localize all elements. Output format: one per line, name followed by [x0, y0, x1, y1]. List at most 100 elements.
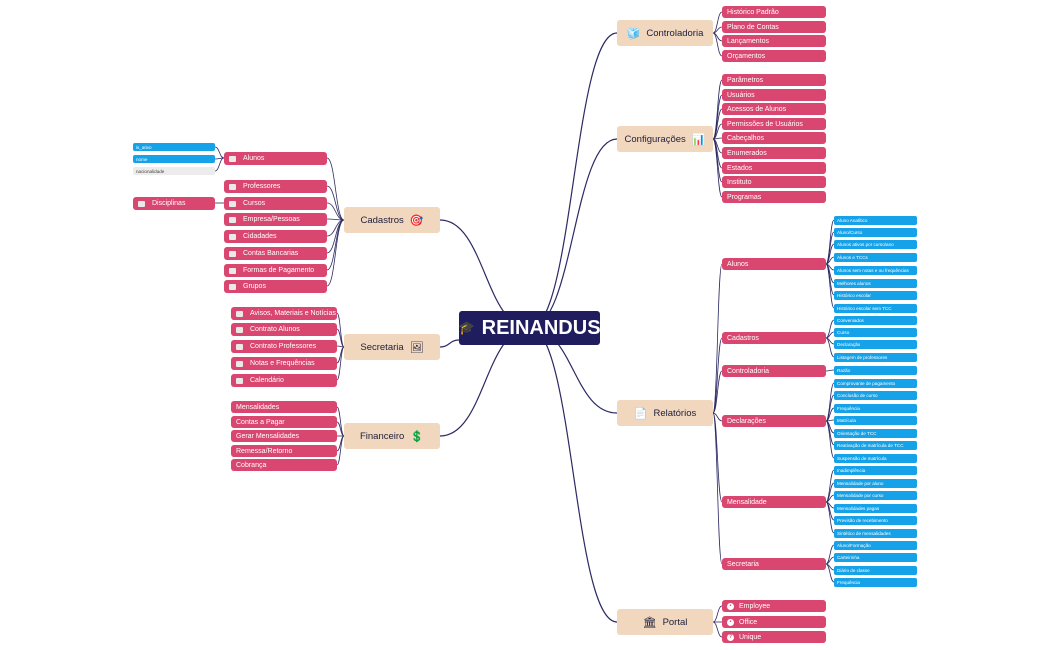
report-item[interactable]: Curso	[834, 328, 917, 337]
item-icon	[229, 267, 236, 274]
item-icon	[229, 183, 236, 190]
connector-line	[326, 185, 345, 221]
item-icon	[229, 200, 236, 207]
relatorios-group[interactable]: Controladoria	[722, 365, 826, 377]
secretaria-item[interactable]: Calendário	[231, 374, 337, 387]
connector-line	[529, 32, 618, 329]
cursos-child-disciplinas[interactable]: Disciplinas	[133, 197, 215, 210]
financeiro-item[interactable]: Contas a Pagar	[231, 416, 337, 428]
report-item[interactable]: Conveniados	[834, 316, 917, 325]
relatorios-group[interactable]: Alunos	[722, 258, 826, 270]
configuracoes-item[interactable]: Permissões de Usuários	[722, 118, 826, 130]
report-item[interactable]: Mensalidade por curso	[834, 491, 917, 500]
report-item[interactable]: Listagem de professores	[834, 353, 917, 362]
relatorios-group[interactable]: Cadastros	[722, 332, 826, 344]
cadastros-item[interactable]: Contas Bancarias	[224, 247, 327, 260]
report-item[interactable]: Mensalidade por aluno	[834, 479, 917, 488]
report-item[interactable]: Alunos e TCCs	[834, 253, 917, 262]
report-item[interactable]: Aluno Analítico	[834, 216, 917, 225]
report-item[interactable]: Carteirinha	[834, 553, 917, 562]
report-item[interactable]: Alunos ativos por curso/ano	[834, 240, 917, 249]
configuracoes-item[interactable]: Enumerados	[722, 147, 826, 159]
center-node[interactable]: 🎓REINANDUS	[459, 311, 600, 345]
report-item[interactable]: Melhores alunos	[834, 279, 917, 288]
configuracoes-item[interactable]: Cabeçalhos	[722, 132, 826, 144]
connector-line	[712, 79, 723, 140]
branch-label: Configurações	[624, 133, 686, 145]
controladoria-item[interactable]: Histórico Padrão	[722, 6, 826, 18]
branch-portal[interactable]: 🏛Portal	[617, 609, 713, 635]
report-item[interactable]: Frequência	[834, 578, 917, 587]
secretaria-item[interactable]: Avisos, Materiais e Notícias	[231, 307, 337, 320]
controladoria-item[interactable]: Orçamentos	[722, 50, 826, 62]
branch-label: Financeiro	[359, 430, 405, 442]
configuracoes-item[interactable]: Estados	[722, 162, 826, 174]
report-item[interactable]: Declaração	[834, 340, 917, 349]
report-item[interactable]: Comprovante de pagamento	[834, 379, 917, 388]
report-item[interactable]: Razão	[834, 366, 917, 375]
branch-configuracoes[interactable]: Configurações📊	[617, 126, 713, 152]
report-item[interactable]: Diário de classe	[834, 566, 917, 575]
branch-financeiro[interactable]: Financeiro💲	[344, 423, 440, 449]
center-title: REINANDUS	[481, 316, 600, 339]
financeiro-item[interactable]: Mensalidades	[231, 401, 337, 413]
report-item[interactable]: Orientação de TCC	[834, 429, 917, 438]
cadastros-item-alunos[interactable]: Alunos	[224, 152, 327, 165]
report-item[interactable]: Conclusão de curso	[834, 391, 917, 400]
portal-item-employee[interactable]: •Employee	[722, 600, 826, 612]
report-item[interactable]: Inadimplência	[834, 466, 917, 475]
alunos-field[interactable]: nome	[133, 155, 215, 163]
controladoria-item[interactable]: Lançamentos	[722, 35, 826, 47]
connector-line	[825, 501, 835, 534]
branch-secretaria[interactable]: Secretaria🖼	[344, 334, 440, 360]
report-item[interactable]: Aluno/Curso	[834, 228, 917, 237]
portal-item-unique[interactable]: ?Unique	[722, 631, 826, 643]
configuracoes-item[interactable]: Acessos de Alunos	[722, 103, 826, 115]
report-item[interactable]: Suspensão de matrícula	[834, 454, 917, 463]
relatorios-group[interactable]: Mensalidade	[722, 496, 826, 508]
cadastros-item[interactable]: Professores	[224, 180, 327, 193]
branch-controladoria[interactable]: 🧊Controladoria	[617, 20, 713, 46]
report-item[interactable]: Previsão de recebimento	[834, 516, 917, 525]
cadastros-item[interactable]: Formas de Pagamento	[224, 264, 327, 277]
cadastros-item-cursos[interactable]: Cursos	[224, 197, 327, 210]
report-item[interactable]: Reativação de matrícula de TCC	[834, 441, 917, 450]
report-item[interactable]: Matrícula	[834, 416, 917, 425]
report-item[interactable]: Sintético de mensalidades	[834, 529, 917, 538]
financeiro-item[interactable]: Gerar Mensalidades	[231, 430, 337, 442]
report-item[interactable]: Alunos sem notas e ou frequências	[834, 266, 917, 275]
secretaria-item[interactable]: Contrato Alunos	[231, 323, 337, 336]
connector-line	[712, 370, 723, 414]
report-item[interactable]: Mensalidades pagas	[834, 504, 917, 513]
financeiro-item[interactable]: Remessa/Retorno	[231, 445, 337, 457]
alunos-field[interactable]: is_ativo	[133, 143, 215, 151]
portal-item-office[interactable]: •Office	[722, 616, 826, 628]
connector-line	[825, 263, 835, 296]
report-item[interactable]: Histórico escolar	[834, 291, 917, 300]
connector-line	[214, 157, 225, 172]
cadastros-item[interactable]: Cidadades	[224, 230, 327, 243]
connector-line	[825, 420, 835, 459]
item-icon	[229, 216, 236, 223]
relatorios-group[interactable]: Secretaria	[722, 558, 826, 570]
relatorios-group[interactable]: Declarações	[722, 415, 826, 427]
item-icon	[229, 250, 236, 257]
report-item[interactable]: Frequência	[834, 404, 917, 413]
branch-relatorios[interactable]: 📄Relatórios	[617, 400, 713, 426]
configuracoes-item[interactable]: Instituto	[722, 176, 826, 188]
controladoria-item[interactable]: Plano de Contas	[722, 21, 826, 33]
configuracoes-item[interactable]: Usuários	[722, 89, 826, 101]
financeiro-item[interactable]: Cobrança	[231, 459, 337, 471]
cadastros-item[interactable]: Grupos	[224, 280, 327, 293]
secretaria-item[interactable]: Notas e Frequências	[231, 357, 337, 370]
cadastros-item[interactable]: Empresa/Pessoas	[224, 213, 327, 226]
alunos-field[interactable]: nacionalidade	[133, 167, 215, 175]
connector-line	[712, 621, 723, 638]
configuracoes-item[interactable]: Programas	[722, 191, 826, 203]
configuracoes-item[interactable]: Parâmetros	[722, 74, 826, 86]
secretaria-item[interactable]: Contrato Professores	[231, 340, 337, 353]
report-item[interactable]: Aluno/Formação	[834, 541, 917, 550]
report-item[interactable]: Histórico escolar sem TCC	[834, 304, 917, 313]
branch-cadastros[interactable]: Cadastros🎯	[344, 207, 440, 233]
